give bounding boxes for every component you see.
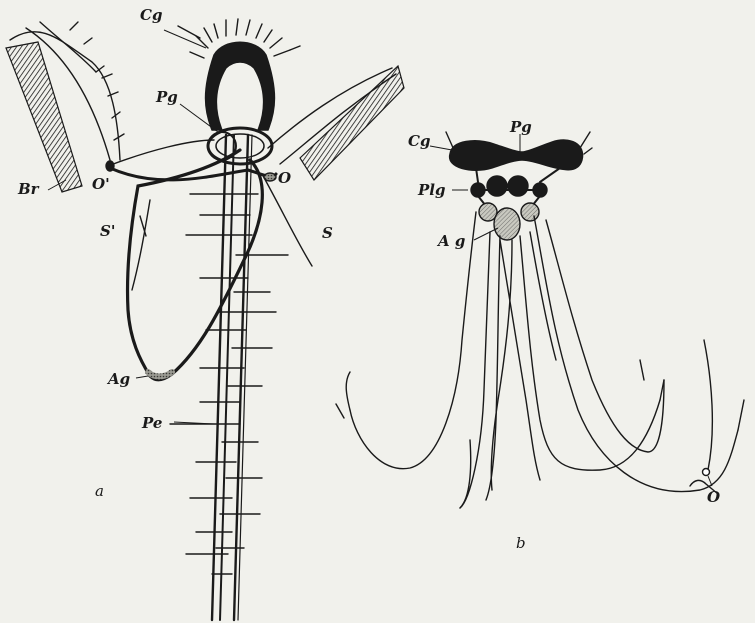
pedal-ganglion-ring <box>208 128 272 164</box>
label-pleural-ganglion-b: Plg <box>418 183 445 198</box>
cerebral-ganglion-loop <box>178 19 300 130</box>
figure-b-drawing <box>336 132 744 508</box>
pedal-nerve-ladder <box>170 135 288 620</box>
label-osphradium-right-a: O <box>278 171 291 186</box>
label-pedal-ganglion-b: Pg <box>510 120 532 135</box>
figure-a-drawing <box>6 19 404 620</box>
label-figure-b: b <box>516 536 526 551</box>
right-branchia <box>268 66 404 180</box>
label-branchia-a: Br <box>18 182 39 197</box>
pleural-ganglia-b <box>471 168 560 197</box>
label-abdominal-ganglion-b: A g <box>438 234 465 249</box>
label-siphon-right-a: S <box>322 226 333 241</box>
label-figure-a: a <box>95 484 104 499</box>
label-osphradium-left-a: O' <box>92 177 110 192</box>
left-branchia <box>6 28 120 192</box>
osphradium-b <box>703 469 710 476</box>
osphradium-left <box>106 161 114 171</box>
label-siphon-left-a: S' <box>100 224 115 239</box>
label-osphradium-b: O <box>707 490 720 505</box>
label-abdominal-ganglion-a: Ag <box>108 372 130 387</box>
osphradium-right <box>264 173 276 181</box>
label-pedal-nerve-a: Pe <box>142 416 162 431</box>
label-cerebral-ganglion-a: Cg <box>140 8 162 23</box>
label-pedal-ganglion-a: Pg <box>156 90 178 105</box>
label-cerebral-ganglion-b: Cg <box>408 134 430 149</box>
cerebral-ganglia-b <box>450 140 583 170</box>
